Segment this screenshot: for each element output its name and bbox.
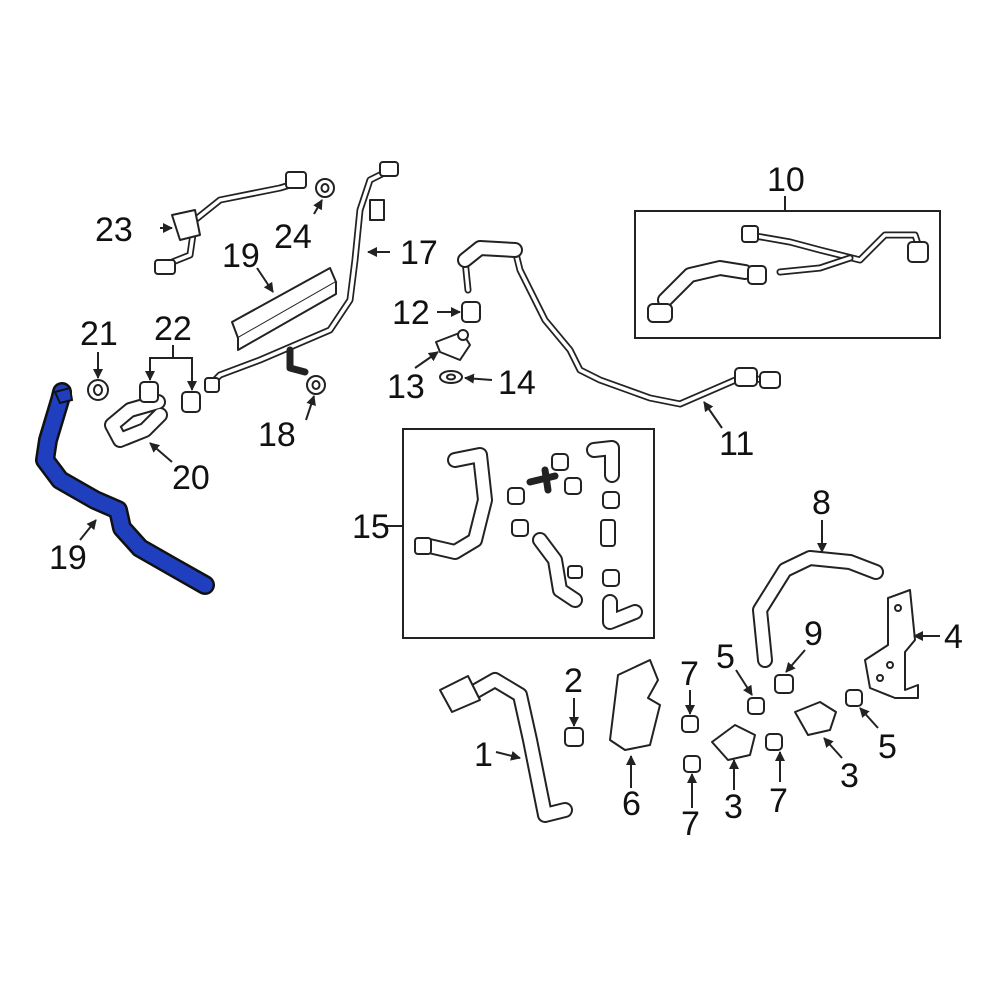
callout-labels: 23 24 19 17 21 22 20 19 19 18 12 13 14 1… xyxy=(49,161,963,843)
part-18-heat-shield[interactable] xyxy=(231,267,337,351)
callout-11: 11 xyxy=(719,425,754,463)
part-4-bracket[interactable] xyxy=(864,589,919,699)
callout-5a: 5 xyxy=(716,638,735,676)
part-12-plug[interactable] xyxy=(461,301,481,323)
part-1-hose[interactable] xyxy=(439,672,573,823)
part-13-bracket[interactable] xyxy=(435,329,471,361)
callout-22: 22 xyxy=(154,310,192,348)
part-15-kit[interactable] xyxy=(402,428,655,639)
callout-23: 23 xyxy=(95,211,133,249)
callout-leaders xyxy=(79,196,940,808)
callout-18: 19 xyxy=(222,237,260,275)
part-3-pumps[interactable] xyxy=(711,701,837,761)
part-6-bracket[interactable] xyxy=(609,659,661,751)
callout-17: 18 xyxy=(258,416,296,454)
part-16-pipe[interactable] xyxy=(204,161,399,393)
part-20-washer[interactable] xyxy=(87,379,109,401)
callout-13: 13 xyxy=(387,368,425,406)
callout-1: 1 xyxy=(474,736,493,774)
callout-15: 15 xyxy=(352,508,390,546)
part-21-elbow-hose[interactable] xyxy=(104,394,168,448)
part-24-washer[interactable] xyxy=(315,178,335,198)
part-8-hose[interactable] xyxy=(752,550,884,668)
part-10-kit[interactable] xyxy=(634,210,941,339)
part-22-plugs[interactable] xyxy=(139,381,201,413)
callout-7c: 7 xyxy=(769,782,788,820)
callout-14: 14 xyxy=(498,364,536,402)
callout-2: 2 xyxy=(564,662,583,700)
callout-24: 24 xyxy=(274,218,312,256)
part-2-plug[interactable] xyxy=(564,727,584,747)
callout-3b: 3 xyxy=(840,757,859,795)
callout-10: 10 xyxy=(767,161,805,199)
callout-19-label: 19 xyxy=(49,539,87,577)
callout-3a: 3 xyxy=(724,788,743,826)
part-7-plugs[interactable] xyxy=(681,715,783,773)
callout-7a: 7 xyxy=(680,655,699,693)
part-9-plug[interactable] xyxy=(774,674,794,694)
callout-8: 8 xyxy=(812,484,831,522)
callout-21: 20 xyxy=(172,459,210,497)
part-17-washer[interactable] xyxy=(306,375,326,395)
callout-5b: 5 xyxy=(878,728,897,766)
callout-16: 17 xyxy=(400,234,438,272)
part-11-hose[interactable] xyxy=(457,240,781,408)
callout-20: 21 xyxy=(80,315,118,353)
callout-4: 4 xyxy=(944,618,963,656)
callout-6: 6 xyxy=(622,785,641,823)
callout-7b: 7 xyxy=(681,805,700,843)
callout-9: 9 xyxy=(804,615,823,653)
part-14-gasket[interactable] xyxy=(439,370,463,384)
callout-12: 12 xyxy=(392,294,430,332)
part-19-hose-highlighted[interactable] xyxy=(35,382,215,595)
part-5-plugs[interactable] xyxy=(747,689,863,715)
part-23-pipe[interactable] xyxy=(154,171,307,275)
